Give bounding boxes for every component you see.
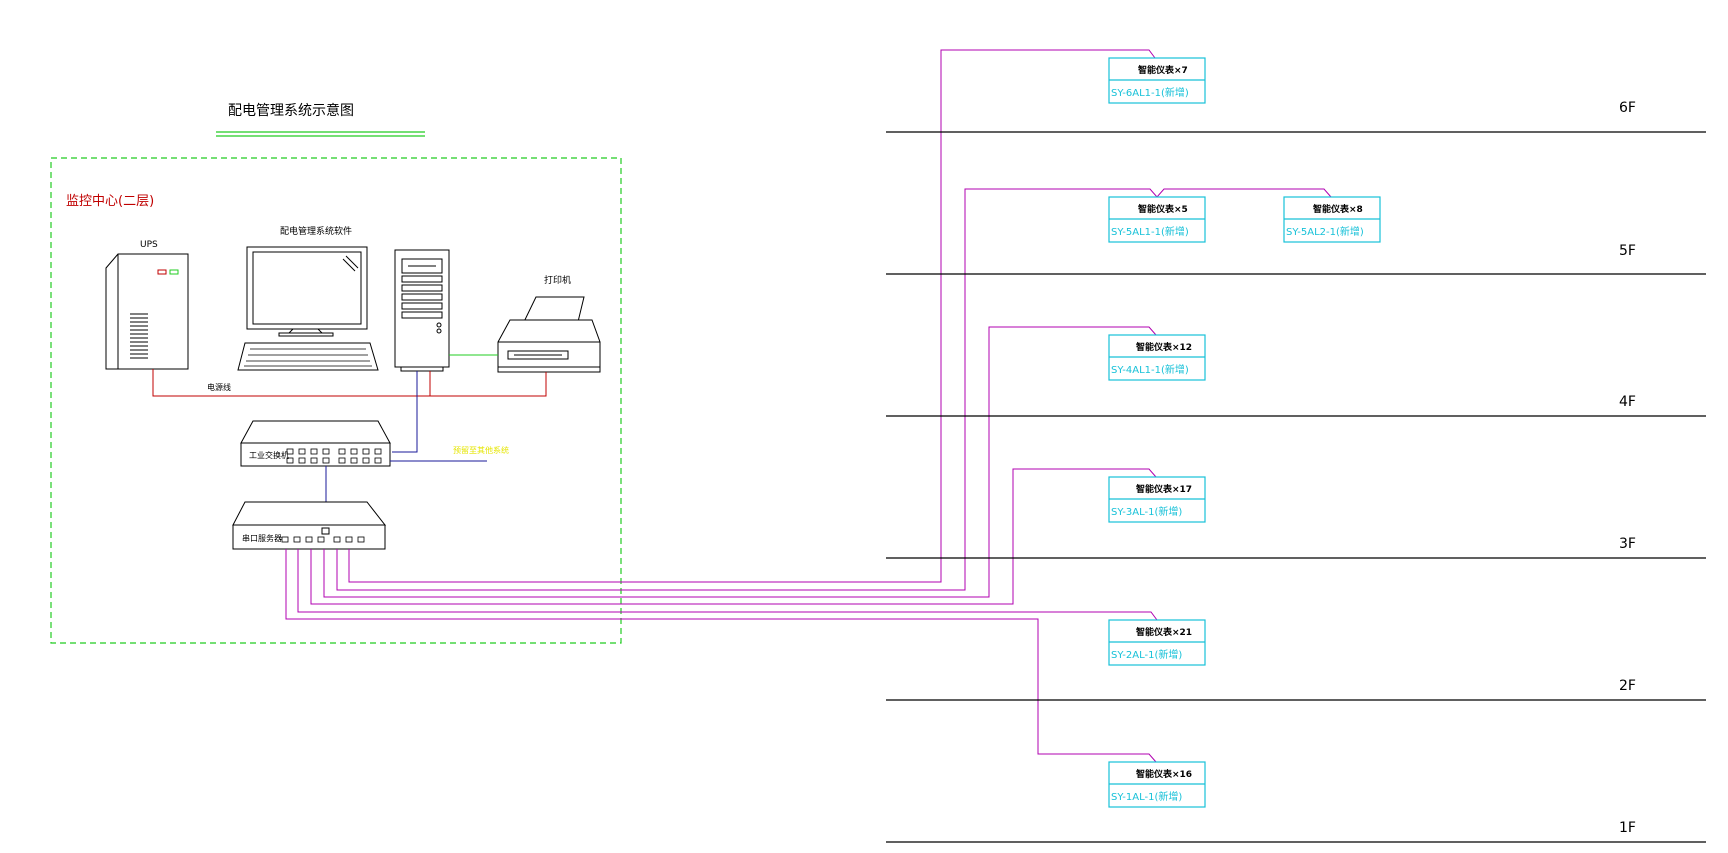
bus-5f	[336, 188, 1332, 591]
floor-label-3f: 3F	[1619, 536, 1636, 552]
meter-box-5f-1: 智能仪表×5 SY-5AL1-1(新增)	[1108, 196, 1206, 243]
meter-id-3f: SY-3AL-1(新增)	[1111, 505, 1182, 518]
server-label: 串口服务器	[242, 533, 282, 543]
bus-lines	[285, 49, 1332, 763]
meter-box-3f: 智能仪表×17 SY-3AL-1(新增)	[1108, 476, 1206, 523]
meter-count-5f-2: 智能仪表×8	[1313, 203, 1363, 215]
network-line-pc	[392, 371, 418, 453]
floor-label-2f: 2F	[1619, 678, 1636, 694]
computer-tower-icon	[394, 249, 450, 372]
meter-count-5f-1: 智能仪表×5	[1138, 203, 1188, 215]
monitor-center-label: 监控中心(二层)	[66, 194, 154, 209]
industrial-switch: 工业交换机	[240, 420, 391, 467]
meter-box-1f: 智能仪表×16 SY-1AL-1(新增)	[1108, 761, 1206, 808]
ups-label: UPS	[140, 240, 158, 250]
monitor-icon	[246, 246, 368, 337]
keyboard-icon	[237, 342, 379, 371]
bus-4f	[323, 326, 1157, 598]
diagram-title: 配电管理系统示意图	[228, 102, 354, 119]
meter-id-4f: SY-4AL1-1(新增)	[1111, 363, 1189, 376]
serial-server: 串口服务器	[232, 501, 387, 550]
meter-count-6f: 智能仪表×7	[1138, 64, 1188, 76]
meter-id-1f: SY-1AL-1(新增)	[1111, 790, 1182, 803]
meter-id-5f-1: SY-5AL1-1(新增)	[1111, 225, 1189, 238]
bus-2f	[297, 549, 1158, 621]
bus-3f	[310, 468, 1157, 605]
floor-label-5f: 5F	[1619, 243, 1636, 259]
floor-label-6f: 6F	[1619, 100, 1636, 116]
meter-count-1f: 智能仪表×16	[1136, 768, 1192, 780]
meter-box-6f: 智能仪表×7 SY-6AL1-1(新增)	[1108, 57, 1206, 104]
meter-count-3f: 智能仪表×17	[1136, 483, 1192, 495]
meter-id-2f: SY-2AL-1(新增)	[1111, 648, 1182, 661]
floor-label-1f: 1F	[1619, 820, 1636, 836]
software-label: 配电管理系统软件	[280, 225, 352, 237]
meter-box-2f: 智能仪表×21 SY-2AL-1(新增)	[1108, 619, 1206, 666]
meter-id-6f: SY-6AL1-1(新增)	[1111, 86, 1189, 99]
bus-1f	[285, 549, 1157, 763]
bus-6f	[348, 49, 1156, 583]
floor-lines	[886, 131, 1706, 843]
floor-label-4f: 4F	[1619, 394, 1636, 410]
meter-count-2f: 智能仪表×21	[1136, 626, 1192, 638]
meter-id-5f-2: SY-5AL2-1(新增)	[1286, 225, 1364, 238]
printer-icon	[497, 296, 601, 373]
power-line-label: 电源线	[207, 382, 231, 392]
printer-label: 打印机	[544, 274, 571, 286]
monitor-center-box	[50, 157, 622, 644]
meter-box-5f-2: 智能仪表×8 SY-5AL2-1(新增)	[1283, 196, 1381, 243]
power-line	[152, 369, 547, 397]
meter-count-4f: 智能仪表×12	[1136, 341, 1192, 353]
ups-icon: UPS	[105, 240, 189, 370]
switch-label: 工业交换机	[249, 450, 289, 460]
spare-label: 预留至其他系统	[453, 445, 509, 455]
meter-box-4f: 智能仪表×12 SY-4AL1-1(新增)	[1108, 334, 1206, 381]
